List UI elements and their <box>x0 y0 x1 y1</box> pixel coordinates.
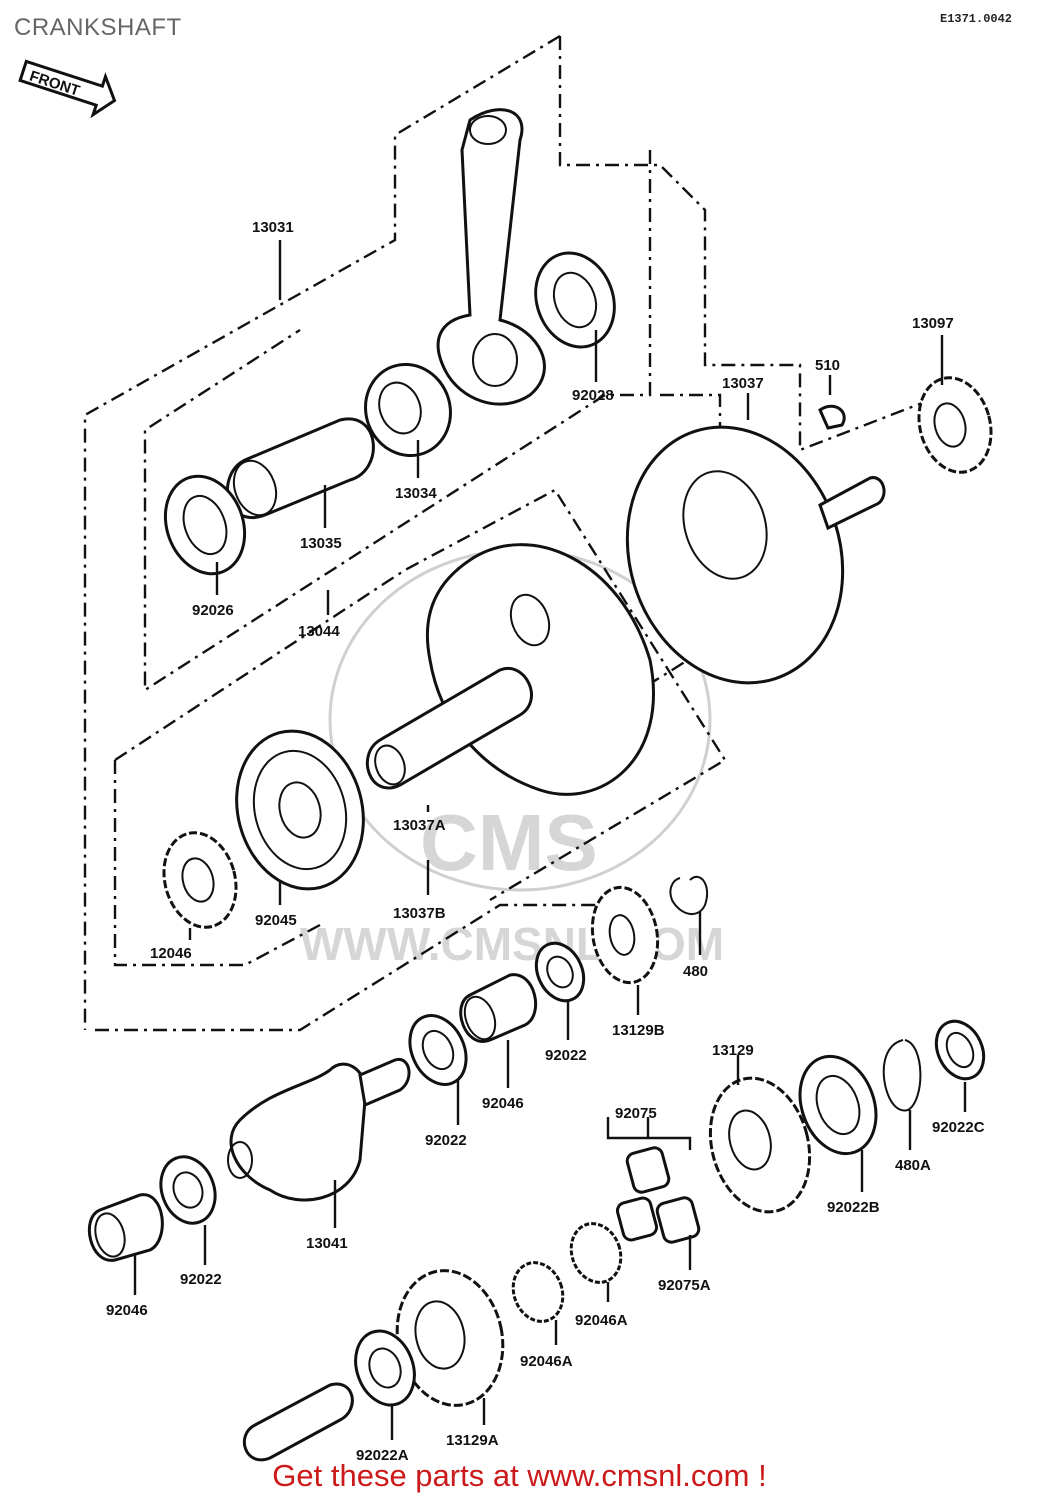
ball-bearing-icon <box>235 729 365 891</box>
part-label-92028: 92028 <box>572 387 614 404</box>
crank-pin-icon <box>226 417 375 519</box>
washer-92022-mid-icon <box>408 1014 468 1086</box>
part-label-13035: 13035 <box>300 535 342 552</box>
part-label-92022-mid: 92022 <box>425 1132 467 1149</box>
part-label-13037: 13037 <box>722 375 764 392</box>
part-label-13037B: 13037B <box>393 905 446 922</box>
part-label-510: 510 <box>815 357 840 374</box>
crank-half-left <box>365 543 655 796</box>
needle-bearing-92046-lower-icon <box>87 1193 164 1262</box>
part-label-92046-lower: 92046 <box>106 1302 148 1319</box>
part-label-13044: 13044 <box>298 623 340 640</box>
part-label-92075: 92075 <box>615 1105 657 1122</box>
part-label-92026: 92026 <box>192 602 234 619</box>
watermark-logo: CMS <box>420 798 598 887</box>
part-label-92046-upper: 92046 <box>482 1095 524 1112</box>
thrust-washer-left-icon <box>163 474 247 576</box>
front-label: FRONT <box>27 68 81 100</box>
part-label-13031: 13031 <box>252 219 294 236</box>
part-labels: 13031 92028 13034 13035 92026 13044 1303… <box>106 219 985 1464</box>
part-label-13034: 13034 <box>395 485 437 502</box>
washer-92022c-icon <box>934 1019 986 1081</box>
part-label-480A: 480A <box>895 1157 931 1174</box>
part-label-480: 480 <box>683 963 708 980</box>
part-label-13037A: 13037A <box>393 817 446 834</box>
part-label-92022B: 92022B <box>827 1199 880 1216</box>
connecting-rod <box>436 108 546 406</box>
part-label-92045: 92045 <box>255 912 297 929</box>
sprocket-12046-icon <box>162 831 238 929</box>
part-label-92022-lower: 92022 <box>180 1271 222 1288</box>
needle-bearing-icon <box>364 362 452 458</box>
shaft-bottom-icon <box>242 1382 354 1462</box>
washer-92022-upper-icon <box>534 941 586 1003</box>
part-label-13129A: 13129A <box>446 1432 499 1449</box>
leader-lines <box>133 240 967 1440</box>
diagram-code: E1371.0042 <box>940 12 1013 26</box>
thrust-washer-icon <box>534 251 616 349</box>
balancer-shaft-icon <box>227 1057 411 1202</box>
part-label-13097: 13097 <box>912 315 954 332</box>
part-label-92046A-upper: 92046A <box>575 1312 628 1329</box>
gear-13129b-icon <box>590 885 660 985</box>
part-label-92075A: 92075A <box>658 1277 711 1294</box>
part-label-13129: 13129 <box>712 1042 754 1059</box>
gear-13129-icon <box>708 1076 812 1214</box>
circlip-480a-icon <box>882 1039 922 1112</box>
gear-13097-icon <box>917 376 993 474</box>
part-label-92022C: 92022C <box>932 1119 985 1136</box>
front-arrow-icon: FRONT <box>18 59 117 119</box>
gear-13129a-icon <box>395 1269 505 1407</box>
needle-bearing-92046-upper-icon <box>459 973 538 1043</box>
washer-92022-lower-icon <box>159 1155 217 1225</box>
woodruff-key-icon <box>818 404 846 430</box>
part-label-92022A: 92022A <box>356 1447 409 1464</box>
watermark-text: WWW.CMSNL.COM <box>300 918 724 970</box>
washer-92022b-icon <box>798 1054 878 1156</box>
damper-92075-icon <box>615 1146 701 1244</box>
circlip-480-icon <box>669 875 709 915</box>
needle-bearing-92046a-upper-icon <box>569 1222 623 1284</box>
crank-half-right <box>625 425 886 685</box>
part-label-13041: 13041 <box>306 1235 348 1252</box>
washer-92022a-icon <box>354 1329 416 1407</box>
needle-bearing-92046a-lower-icon <box>511 1261 565 1323</box>
part-label-12046: 12046 <box>150 945 192 962</box>
page-title: CRANKSHAFT <box>14 14 182 41</box>
part-label-92022-upper: 92022 <box>545 1047 587 1064</box>
part-label-92046A-lower: 92046A <box>520 1353 573 1370</box>
part-label-13129B: 13129B <box>612 1022 665 1039</box>
footer-link[interactable]: Get these parts at www.cmsnl.com ! <box>272 1458 767 1493</box>
